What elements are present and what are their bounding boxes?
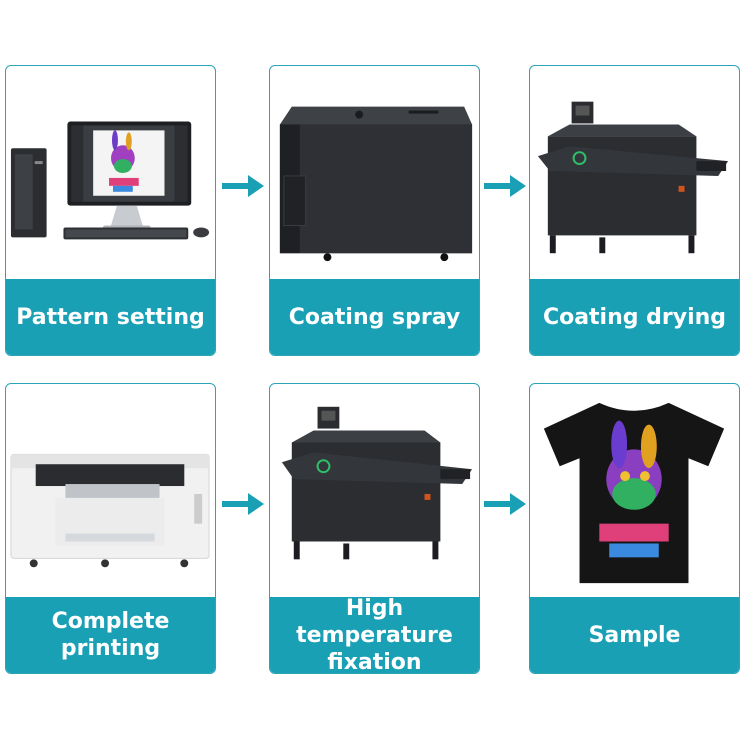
coating-machine-illustration: [270, 66, 479, 276]
tshirt-sample-illustration: [530, 384, 739, 594]
step-card-complete-printing: Complete printing: [5, 383, 216, 674]
step-card-coating-spray: Coating spray: [269, 65, 480, 356]
step-card-coating-drying: Coating drying: [529, 65, 740, 356]
step-card-sample: Sample: [529, 383, 740, 674]
step-label: Coating spray: [270, 279, 479, 355]
arrow-right-icon: [482, 172, 528, 200]
step-label: Pattern setting: [6, 279, 215, 355]
step-card-high-temperature-fixation: High temperature fixation: [269, 383, 480, 674]
printer-illustration: [6, 384, 215, 594]
computer-illustration: [6, 66, 215, 276]
step-card-pattern-setting: Pattern setting: [5, 65, 216, 356]
arrow-right-icon: [220, 490, 266, 518]
arrow-right-icon: [220, 172, 266, 200]
dryer-machine-illustration: [530, 66, 739, 276]
step-label: Coating drying: [530, 279, 739, 355]
fixation-dryer-illustration: [270, 384, 479, 594]
step-label: High temperature fixation: [270, 596, 479, 673]
arrow-right-icon: [482, 490, 528, 518]
step-label: Sample: [530, 597, 739, 673]
step-label: Complete printing: [6, 597, 215, 673]
